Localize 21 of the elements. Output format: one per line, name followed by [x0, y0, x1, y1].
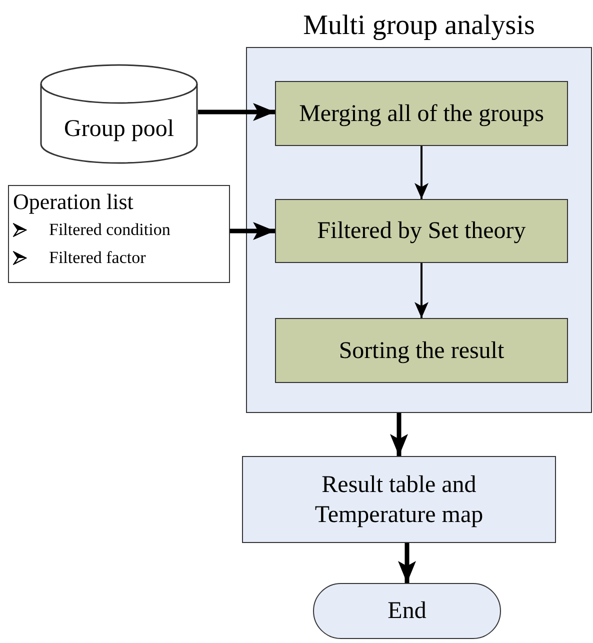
group-title: Multi group analysis — [302, 10, 536, 42]
arrow — [398, 543, 416, 583]
process-box — [242, 456, 556, 543]
process-box — [275, 199, 568, 263]
node-label: End — [388, 597, 426, 626]
node-label: Merging all of the groups — [299, 100, 544, 128]
arrow — [414, 263, 428, 318]
list-item: Filtered condition — [49, 219, 170, 242]
arrow — [414, 146, 428, 199]
process-box — [275, 318, 568, 383]
node-label: Result table and Temperature map — [314, 470, 484, 530]
list-heading: Operation list — [13, 188, 134, 216]
arrow — [198, 103, 275, 121]
list-box — [8, 185, 230, 283]
arrow — [230, 222, 275, 240]
arrow — [390, 413, 408, 456]
node-label: Filtered by Set theory — [317, 217, 526, 246]
node-label: Group pool — [64, 115, 174, 144]
process-box — [275, 81, 568, 146]
list-item: Filtered factor — [49, 247, 146, 270]
node-label: Sorting the result — [338, 336, 504, 366]
